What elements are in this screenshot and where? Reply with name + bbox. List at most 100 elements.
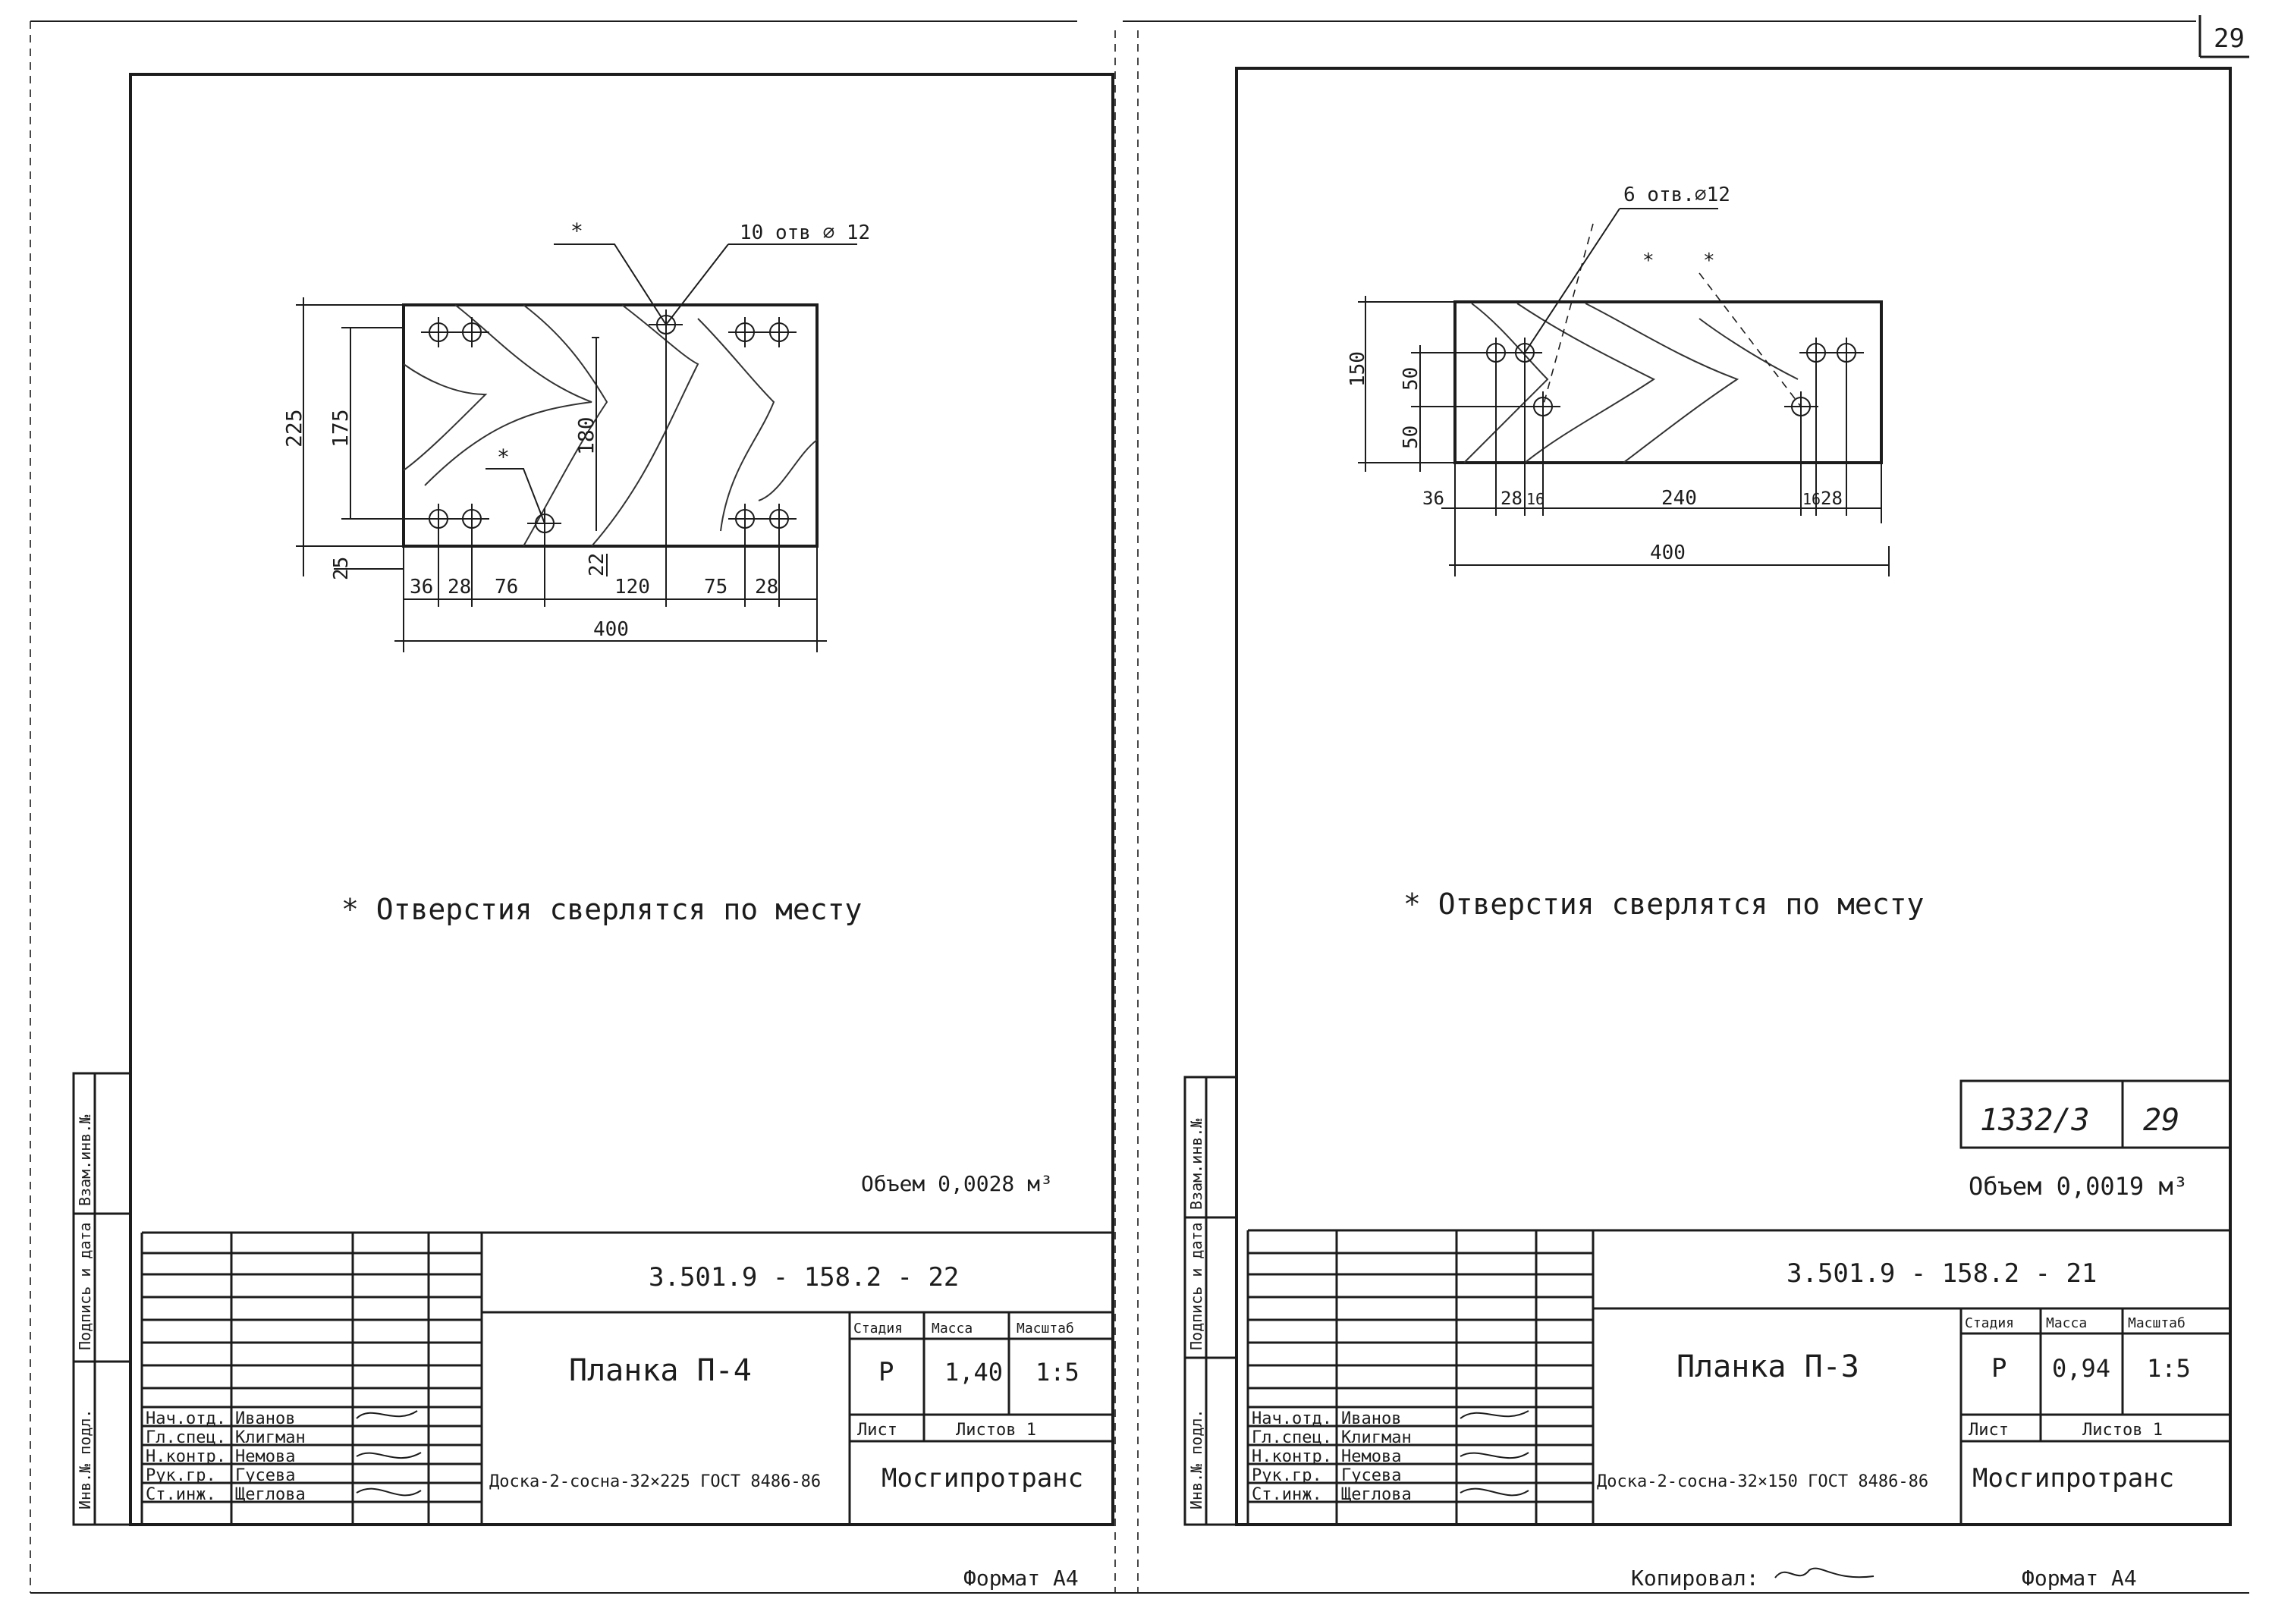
left-grain-5 xyxy=(697,318,775,532)
right-dim-16b: 16 xyxy=(1802,490,1821,508)
right-stage: Р xyxy=(1991,1353,2006,1384)
right-scale-header: Масштаб xyxy=(2128,1315,2186,1331)
left-title: Планка П-4 xyxy=(569,1353,752,1388)
right-dim-28a: 28 xyxy=(1501,488,1523,509)
right-copied-signature xyxy=(1774,1567,1874,1578)
left-dim-36: 36 xyxy=(410,576,433,598)
right-note: * Отверстия сверлятся по месту xyxy=(1403,887,1924,921)
right-grain-4 xyxy=(1699,318,1799,380)
left-note: * Отверстия сверлятся по месту xyxy=(341,893,862,926)
right-stamp-number: 1332/3 xyxy=(1980,1103,2090,1138)
left-star-leader xyxy=(554,243,667,325)
left-sheet-frame xyxy=(129,73,1114,1526)
right-star-leaders xyxy=(1542,223,1802,407)
svg-text:Иванов: Иванов xyxy=(1341,1409,1401,1428)
right-holes-callout: 6 отв.⌀12 xyxy=(1623,184,1730,206)
right-stamp-sheet: 29 xyxy=(2143,1103,2179,1138)
right-people: Нач.отд.Иванов Гл.спец.Клигман Н.контр.Н… xyxy=(1252,1409,1412,1504)
right-mass: 0,94 xyxy=(2052,1354,2110,1383)
left-volume: Объем 0,0028 м³ xyxy=(861,1171,1053,1196)
left-dim-400: 400 xyxy=(593,618,629,641)
right-dim-28b: 28 xyxy=(1821,488,1843,509)
left-dim-22: 22 xyxy=(586,553,608,576)
right-dim-400: 400 xyxy=(1650,542,1686,564)
right-volume: Объем 0,0019 м³ xyxy=(1969,1172,2188,1201)
page-number: 29 xyxy=(2214,24,2245,54)
svg-text:Немова: Немова xyxy=(1341,1447,1401,1466)
left-side-label-2: Подпись и дата xyxy=(76,1222,94,1350)
svg-text:Нач.отд.: Нач.отд. xyxy=(146,1409,226,1428)
left-dimension-lines xyxy=(296,297,827,652)
right-grain-3 xyxy=(1463,303,1549,463)
left-title-block-grid xyxy=(140,1231,1113,1525)
right-stamp-box xyxy=(1959,1079,2232,1149)
left-star-mark: * xyxy=(570,218,583,243)
left-dim-76: 76 xyxy=(495,576,518,598)
right-board-outline xyxy=(1453,300,1883,464)
right-format: Формат А4 xyxy=(2022,1566,2137,1591)
svg-text:Ст.инж.: Ст.инж. xyxy=(1252,1485,1322,1504)
left-dim-25: 25 xyxy=(330,557,353,580)
left-board-outline xyxy=(402,303,819,548)
svg-text:Иванов: Иванов xyxy=(235,1409,295,1428)
left-dim-225: 225 xyxy=(281,409,306,448)
left-scale-header: Масштаб xyxy=(1017,1321,1074,1337)
right-star-mark: * xyxy=(1642,250,1655,272)
left-side-label-1: Инв.№ подл. xyxy=(76,1409,94,1509)
svg-text:Нач.отд.: Нач.отд. xyxy=(1252,1409,1332,1428)
right-copied-label: Копировал: xyxy=(1631,1566,1759,1591)
right-dim-50a: 50 xyxy=(1400,367,1422,391)
right-star-mark-2: * xyxy=(1703,250,1715,272)
right-sheet-label: Лист xyxy=(1969,1421,2009,1440)
left-holes xyxy=(421,309,797,539)
svg-text:Н.контр.: Н.контр. xyxy=(1252,1447,1332,1466)
right-holes xyxy=(1479,338,1864,422)
left-dim-28b: 28 xyxy=(755,576,778,598)
left-format: Формат А4 xyxy=(963,1566,1079,1591)
right-dim-16a: 16 xyxy=(1526,490,1545,508)
svg-text:Гусева: Гусева xyxy=(235,1466,295,1485)
svg-text:Рук.гр.: Рук.гр. xyxy=(1252,1466,1322,1485)
right-stage-header: Стадия xyxy=(1965,1315,2014,1331)
left-grain-4 xyxy=(591,304,699,547)
right-signatures xyxy=(1460,1410,1529,1497)
svg-text:Гл.спец.: Гл.спец. xyxy=(146,1428,226,1447)
right-sheet: 6 отв.⌀12 * * 150 50 50 36 28 16 240 16 … xyxy=(1183,67,2232,1591)
left-mass-header: Масса xyxy=(932,1321,973,1337)
left-signatures xyxy=(356,1410,422,1497)
right-dimension-lines xyxy=(1358,296,1890,576)
left-dim-120: 120 xyxy=(614,576,650,598)
right-grain-1 xyxy=(1516,303,1655,463)
left-stage-header: Стадия xyxy=(853,1321,903,1337)
left-side-strip-dividers xyxy=(74,1073,130,1525)
left-people: Нач.отд.Иванов Гл.спец.Клигман Н.контр.Н… xyxy=(146,1409,306,1504)
right-dim-240: 240 xyxy=(1661,487,1697,510)
right-doc-code: 3.501.9 - 158.2 - 21 xyxy=(1786,1258,2097,1289)
left-dim-180: 180 xyxy=(573,416,599,455)
right-material: Доска-2-сосна-32×150 ГОСТ 8486-86 xyxy=(1597,1472,1928,1491)
left-side-label-3: Взам.инв.№ xyxy=(76,1114,94,1206)
right-org: Мосгипротранс xyxy=(1972,1463,2174,1494)
left-star2-leader xyxy=(486,468,545,524)
left-dim-175: 175 xyxy=(328,409,353,448)
svg-text:Рук.гр.: Рук.гр. xyxy=(146,1466,216,1485)
left-dim-28a: 28 xyxy=(448,576,471,598)
page-number-box xyxy=(2198,15,2249,58)
right-dim-50b: 50 xyxy=(1400,426,1422,449)
left-grain-3 xyxy=(523,304,608,547)
left-org: Мосгипротранс xyxy=(881,1463,1083,1494)
right-dim-150: 150 xyxy=(1347,351,1369,387)
left-grain-6 xyxy=(758,439,818,501)
svg-text:Гл.спец.: Гл.спец. xyxy=(1252,1428,1332,1447)
right-side-strip xyxy=(1183,1076,1238,1526)
copy-fold-lines xyxy=(30,21,1139,1593)
copy-edges xyxy=(30,20,2249,1594)
right-side-label-2: Подпись и дата xyxy=(1187,1222,1205,1350)
right-side-strip-dividers xyxy=(1185,1077,1237,1525)
left-scale: 1:5 xyxy=(1035,1358,1079,1387)
svg-text:Ст.инж.: Ст.инж. xyxy=(146,1485,216,1504)
left-side-strip xyxy=(72,1072,132,1526)
left-doc-code: 3.501.9 - 158.2 - 22 xyxy=(649,1262,959,1293)
right-grain-2 xyxy=(1585,303,1739,463)
